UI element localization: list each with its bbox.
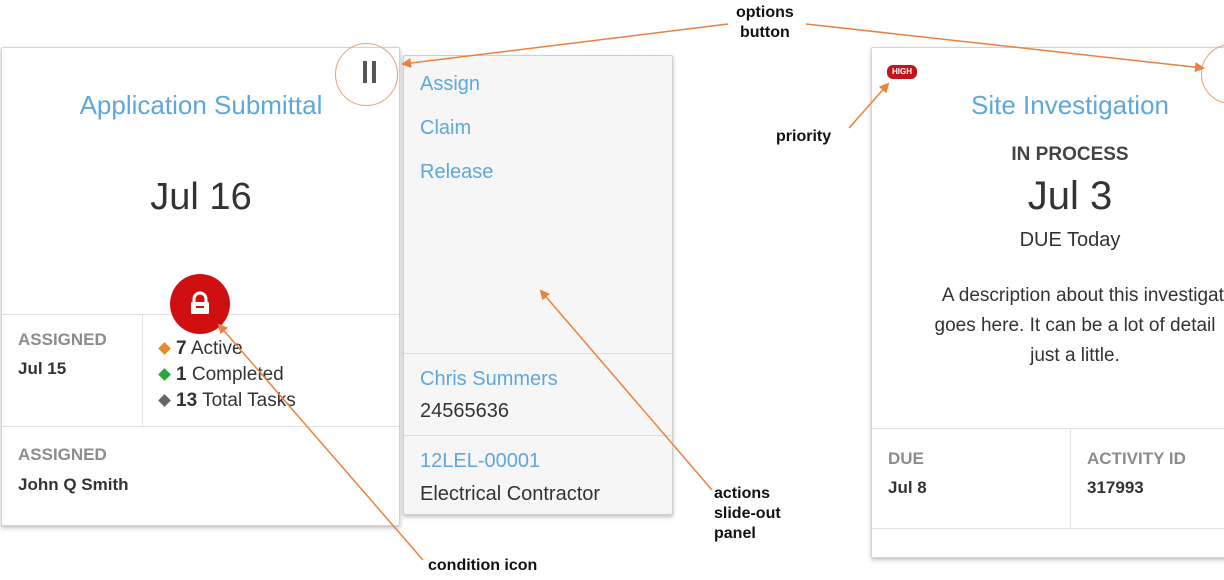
divider — [872, 528, 1224, 529]
orange-diamond-icon — [158, 342, 171, 355]
actions-slide-out-panel: Assign Claim Release Chris Summers 24565… — [403, 55, 673, 515]
due-text: DUE Today — [1019, 229, 1121, 251]
annotation-actions-panel: actions slide-out panel — [714, 485, 781, 542]
divider — [2, 426, 399, 427]
annotation-condition-icon: condition icon — [428, 557, 538, 574]
green-diamond-icon — [158, 368, 171, 381]
divider — [404, 353, 672, 354]
activity-id-label: ACTIVITY ID — [1087, 449, 1186, 468]
assigned-date: Jul 15 — [18, 359, 67, 378]
license-type: Electrical Contractor — [420, 483, 601, 505]
task-completed: 1 Completed — [158, 362, 296, 388]
activity-id-value: 317993 — [1087, 478, 1144, 497]
due-label: DUE — [888, 449, 924, 468]
annotation-options-button: options button — [736, 4, 794, 41]
gray-diamond-icon — [158, 394, 171, 407]
divider — [1070, 428, 1071, 528]
divider — [872, 428, 1224, 429]
application-submittal-card: Application Submittal Jul 16 ASSIGNED Ju… — [1, 47, 400, 526]
assigned-label: ASSIGNED — [18, 445, 107, 464]
action-claim[interactable]: Claim — [420, 117, 472, 139]
site-investigation-card: HIGH Site Investigation IN PROCESS Jul 3… — [871, 47, 1224, 558]
priority-badge: HIGH — [887, 65, 917, 79]
status-label: IN PROCESS — [1011, 144, 1129, 165]
task-summary: 7 Active 1 Completed 13 Total Tasks — [158, 336, 296, 414]
description: A description about this investigati goe… — [934, 285, 1224, 366]
card-date: Jul 16 — [150, 176, 252, 218]
card-title[interactable]: Site Investigation — [970, 90, 1169, 120]
task-total: 13 Total Tasks — [158, 388, 296, 414]
options-button[interactable] — [335, 43, 398, 106]
pause-bars-icon — [363, 61, 376, 83]
action-release[interactable]: Release — [420, 161, 494, 183]
card-title[interactable]: Application Submittal — [79, 90, 323, 120]
action-assign[interactable]: Assign — [420, 73, 481, 95]
task-active: 7 Active — [158, 336, 296, 362]
assigned-name: John Q Smith — [18, 475, 129, 494]
license-id-link[interactable]: 12LEL-00001 — [420, 450, 541, 472]
lock-icon — [191, 291, 209, 314]
divider — [142, 314, 143, 426]
contact-number: 24565636 — [420, 400, 509, 422]
due-date: Jul 8 — [888, 478, 927, 497]
condition-lock-icon[interactable] — [170, 274, 230, 334]
contact-name-link[interactable]: Chris Summers — [420, 368, 558, 390]
annotation-priority: priority — [776, 128, 832, 145]
assigned-label: ASSIGNED — [18, 330, 107, 349]
card-date: Jul 3 — [1027, 174, 1113, 218]
divider — [404, 435, 672, 436]
